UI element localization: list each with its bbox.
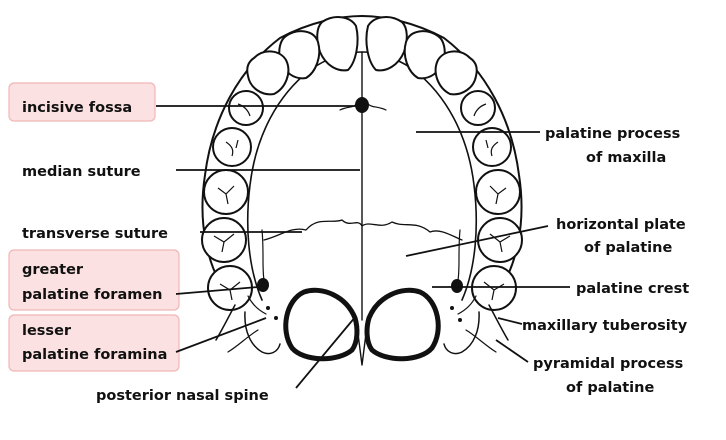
- label-median-suture: median suture: [22, 164, 141, 180]
- teeth-left: [201, 16, 359, 311]
- teeth-right: [365, 16, 523, 311]
- label-maxillary-tuberosity: maxillary tuberosity: [522, 318, 688, 334]
- label-greater-palatine-foramen-1: greater: [22, 262, 84, 278]
- label-transverse-suture: transverse suture: [22, 226, 168, 242]
- leader-lines: [156, 105, 570, 389]
- label-posterior-nasal-spine: posterior nasal spine: [96, 388, 269, 404]
- label-lesser-palatine-foramina-1: lesser: [22, 323, 72, 339]
- label-lesser-palatine-foramina-2: palatine foramina: [22, 347, 167, 363]
- label-horizontal-plate-2: of palatine: [584, 240, 672, 256]
- pyramidal-process-drawing: [215, 295, 509, 355]
- labels: incisive fossa median suture transverse …: [22, 100, 689, 404]
- choanae-drawing: [283, 287, 441, 366]
- transverse-suture-drawing: [263, 219, 463, 241]
- greater-palatine-foramina-drawing: [257, 229, 463, 293]
- label-greater-palatine-foramen-2: palatine foramen: [22, 287, 163, 303]
- label-incisive-fossa: incisive fossa: [22, 100, 132, 116]
- incisive-fossa-highlight: [8, 82, 156, 122]
- median-suture-drawing: [339, 51, 387, 321]
- lesser-palatine-foramina-highlight: [8, 314, 180, 372]
- label-pyramidal-process-2: of palatine: [566, 380, 654, 396]
- label-palatine-process-2: of maxilla: [586, 150, 666, 166]
- label-horizontal-plate-1: horizontal plate: [556, 217, 686, 233]
- label-palatine-crest: palatine crest: [576, 281, 689, 297]
- label-pyramidal-process-1: pyramidal process: [533, 356, 683, 372]
- lesser-palatine-foramina-drawing: [266, 306, 462, 322]
- label-palatine-process-1: palatine process: [545, 126, 680, 142]
- greater-palatine-foramen-highlight: [8, 249, 180, 311]
